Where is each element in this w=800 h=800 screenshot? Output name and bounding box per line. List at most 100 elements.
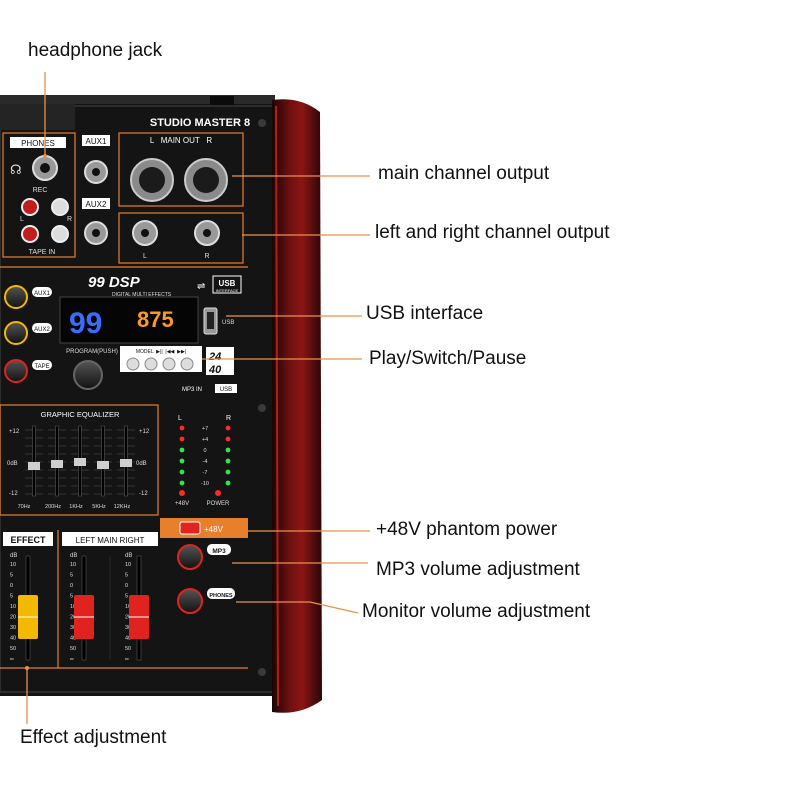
lr-out-l-label: L xyxy=(143,253,147,260)
program-label: PROGRAM(PUSH) xyxy=(66,349,118,355)
fader-scale-label: 30 xyxy=(10,625,16,631)
usb-badge-sub: INTERFACE xyxy=(216,288,239,293)
headphone-jack-hole xyxy=(40,163,50,173)
headphone-icon: ☊ xyxy=(10,162,22,177)
fader-scale-label: 0 xyxy=(125,583,128,589)
side-casing-edge xyxy=(275,105,279,707)
mode-button xyxy=(126,357,140,371)
geq-slider-knob xyxy=(74,458,86,466)
rca-rec-left xyxy=(21,198,39,216)
meter-l-label: L xyxy=(178,415,182,422)
meter-led-left xyxy=(179,447,185,453)
meter-led-right xyxy=(225,447,231,453)
xlr-right-inner xyxy=(193,167,219,193)
main-out-label: L MAIN OUT R xyxy=(150,136,212,145)
bits-40: 40 xyxy=(208,364,222,376)
main-label: LEFT MAIN RIGHT xyxy=(76,536,145,545)
mp3-knob-tag xyxy=(207,544,231,555)
meter-led-left xyxy=(179,458,185,464)
aux2-jack-hole xyxy=(92,229,100,237)
knob-aux2-label: AUX2 xyxy=(34,327,50,333)
meter-level-label: -10 xyxy=(201,481,209,487)
callout-usb-interface: USB interface xyxy=(366,303,484,324)
fader-scale-label: 5 xyxy=(10,594,13,600)
fader-scale-label: 20 xyxy=(10,615,16,621)
fader-scale-label: 10 xyxy=(70,562,76,568)
aux2-knob xyxy=(4,321,28,345)
effect-label: EFFECT xyxy=(11,535,47,545)
faders: dB105051020304050∞dB105051020304050∞dB10… xyxy=(10,553,149,663)
meter-led-right xyxy=(225,480,231,486)
bits-24: 24 xyxy=(208,351,221,363)
effect-label-bg xyxy=(3,532,53,546)
fader-scale-label: 5 xyxy=(125,594,128,600)
aux1-label: AUX1 xyxy=(86,137,107,146)
meter-led-left xyxy=(179,469,185,475)
phones-label: PHONES xyxy=(21,139,55,148)
fader-scale-label: 50 xyxy=(125,646,131,652)
main-out-box xyxy=(118,132,244,207)
led-power-label: POWER xyxy=(207,501,230,507)
fader-scale-label: 5 xyxy=(125,573,128,579)
lr-out-r-label: R xyxy=(204,253,209,260)
fader-scale-label: 10 xyxy=(70,604,76,610)
phones-knob-label: PHONES xyxy=(209,593,233,599)
next-button xyxy=(180,357,194,371)
meter-level-label: -7 xyxy=(203,470,208,476)
meter-led-right xyxy=(225,458,231,464)
geq-scale-0db-right: 0dB xyxy=(136,461,147,467)
knob-aux1-tag xyxy=(32,287,52,297)
knob-aux2-tag xyxy=(32,323,52,333)
panel-top-strip xyxy=(0,95,275,105)
geq-freq-label: 12KHz xyxy=(114,504,131,510)
callout-lines xyxy=(26,72,370,724)
led-48v-label: +48V xyxy=(175,501,189,507)
fader-scale-label: 10 xyxy=(10,562,16,568)
meter-led-right xyxy=(225,469,231,475)
geq-freq-label: 200Hz xyxy=(45,504,61,510)
meter-led-left xyxy=(179,425,185,431)
fader-scale-label: ∞ xyxy=(70,657,74,663)
panel-screw xyxy=(258,404,266,412)
panel-screw xyxy=(258,668,266,676)
geq-scale-0db: 0dB xyxy=(7,461,18,467)
geq-scale-plus12-right: +12 xyxy=(139,429,150,435)
tape-knob xyxy=(4,359,28,383)
usb-port-label: USB xyxy=(222,320,234,326)
geq-scale-minus12: -12 xyxy=(9,491,18,497)
geq-title-bg xyxy=(25,409,135,419)
dsp-subtitle: DIGITAL MULTI EFFECTS xyxy=(112,292,172,298)
callout-play-switch-pause: Play/Switch/Pause xyxy=(369,348,527,369)
fader-scale-label: ∞ xyxy=(125,657,129,663)
lr-out-box xyxy=(118,212,244,264)
fader-scale-label: 0 xyxy=(10,583,13,589)
play-pause-button xyxy=(144,357,158,371)
led-48v xyxy=(179,490,185,496)
fader-scale-label: 50 xyxy=(10,646,16,652)
callout-headphone-jack: headphone jack xyxy=(28,40,163,61)
fader-scale-label: 10 xyxy=(125,604,131,610)
meter-level-label: +7 xyxy=(202,426,208,432)
meter-led-left xyxy=(179,480,185,486)
mp3-volume-knob xyxy=(177,544,203,570)
knob-aux1-label: AUX1 xyxy=(34,291,50,297)
aux2-label: AUX2 xyxy=(86,200,107,209)
rec-label: REC xyxy=(33,187,48,194)
rca-l-label: L xyxy=(20,216,24,223)
fader-scale-label: 5 xyxy=(70,573,73,579)
meter-level-label: -4 xyxy=(203,459,208,465)
geq-scale-minus12-right: -12 xyxy=(139,491,148,497)
meter-r-label: R xyxy=(226,415,231,422)
geq-slider-track xyxy=(32,425,36,497)
model-name: STUDIO MASTER 8 xyxy=(150,117,250,129)
geq-freq-label: 5KHz xyxy=(92,504,106,510)
geq-box xyxy=(0,404,159,516)
meter-led-left xyxy=(179,436,185,442)
panel-screw xyxy=(258,119,266,127)
geq-freq-label: 1KHz xyxy=(69,504,83,510)
callout-mp3-volume: MP3 volume adjustment xyxy=(376,559,580,580)
phones-knob-tag xyxy=(207,588,235,599)
led-power xyxy=(215,490,221,496)
fader-scale-label: 30 xyxy=(70,625,76,631)
